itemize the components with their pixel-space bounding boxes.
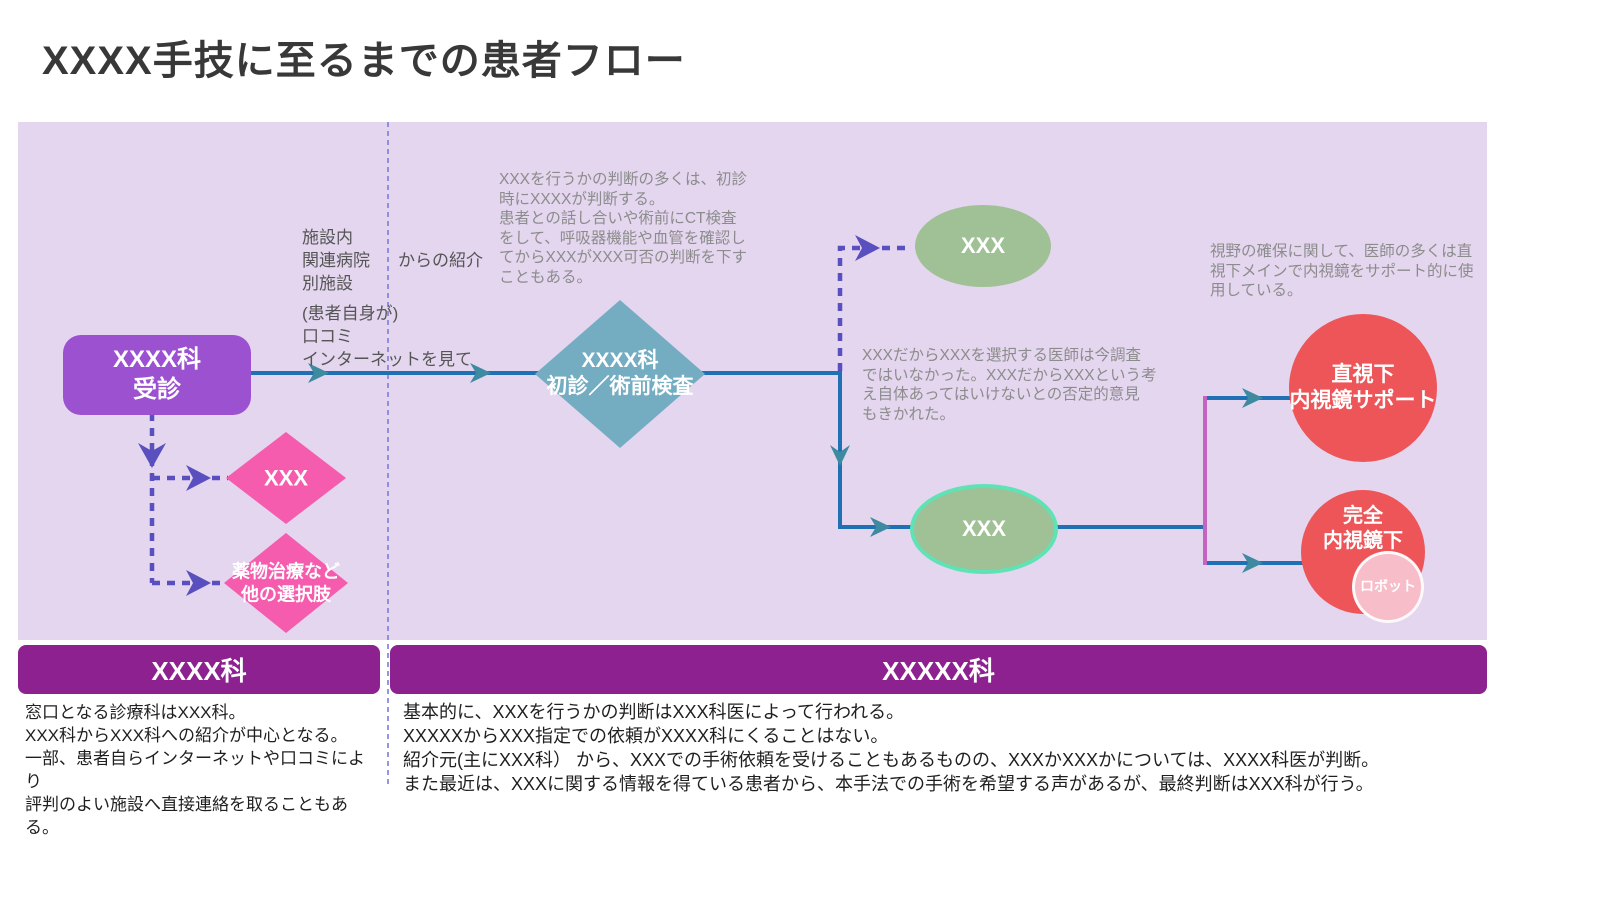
arrow-icon: [1242, 553, 1263, 573]
arrow-down-icon: [138, 443, 166, 468]
banner-phase-left: XXXX科: [18, 645, 380, 694]
node-exam-decision: XXXX科 初診／術前検査: [535, 300, 705, 448]
node-alt1-label: XXX: [263, 465, 309, 491]
footnote-left: 窓口となる診療科はXXX科。 XXX科からXXX科への紹介が中心となる。 一部、…: [25, 703, 365, 837]
node-robot-label: ロボット: [1360, 578, 1416, 595]
arrow-icon: [186, 465, 211, 491]
arrow-down-icon: [830, 445, 850, 466]
footnote-right: 基本的に、XXXを行うかの判断はXXX科医によって行われる。 XXXXXからXX…: [403, 702, 1380, 794]
node-entry-department: XXXX科 受診: [63, 335, 251, 415]
node-option-bottom-label: XXX: [961, 516, 1007, 542]
node-direct-view-label: 直視下 内視鏡サポート: [1289, 362, 1437, 412]
node-alt-option-2: 薬物治療など 他の選択肢: [224, 533, 348, 633]
note-decision: XXXを行うかの判断の多くは、初診 時にXXXXが判断する。 患者との話し合いや…: [499, 171, 748, 286]
node-option-top: XXX: [915, 205, 1051, 287]
arrow-icon: [870, 517, 891, 537]
arrow-icon: [1242, 388, 1263, 408]
node-alt-option-1: XXX: [226, 432, 346, 524]
arrow-icon: [470, 363, 491, 383]
node-direct-view-support: 直視下 内視鏡サポート: [1289, 314, 1437, 462]
node-option-top-label: XXX: [960, 233, 1006, 259]
note-view: 視野の確保に関して、医師の多くは直 視下メインで内視鏡をサポート的に使 用してい…: [1210, 243, 1474, 299]
label-patient-self: (患者自身が) 口コミ インターネットを見て: [302, 304, 472, 369]
node-entry-label: XXXX科 受診: [112, 346, 202, 403]
arrow-icon: [186, 570, 211, 596]
banner-phase-left-label: XXXX科: [151, 656, 247, 686]
node-robot: ロボット: [1352, 551, 1424, 623]
node-exam-label: XXXX科 初診／術前検査: [546, 348, 694, 398]
node-full-endoscopic-label: 完全 内視鏡下: [1323, 505, 1403, 552]
label-referral-suffix: からの紹介: [398, 251, 483, 270]
banner-phase-right-label: XXXXX科: [882, 656, 995, 686]
arrow-icon: [855, 235, 880, 261]
note-opinion: XXXだからXXXを選択する医師は今調査 ではいなかった。XXXだからXXXとい…: [862, 347, 1157, 423]
arrow-icon: [308, 363, 329, 383]
node-alt2-label: 薬物治療など 他の選択肢: [232, 561, 340, 605]
label-referral-sources: 施設内 関連病院 別施設: [302, 228, 370, 293]
banner-phase-right: XXXXX科: [390, 645, 1487, 694]
node-option-bottom: XXX: [910, 484, 1058, 574]
page-title: XXXX手技に至るまでの患者フロー: [42, 39, 686, 83]
connector-to-ellipse-top-dashed: [837, 245, 912, 371]
